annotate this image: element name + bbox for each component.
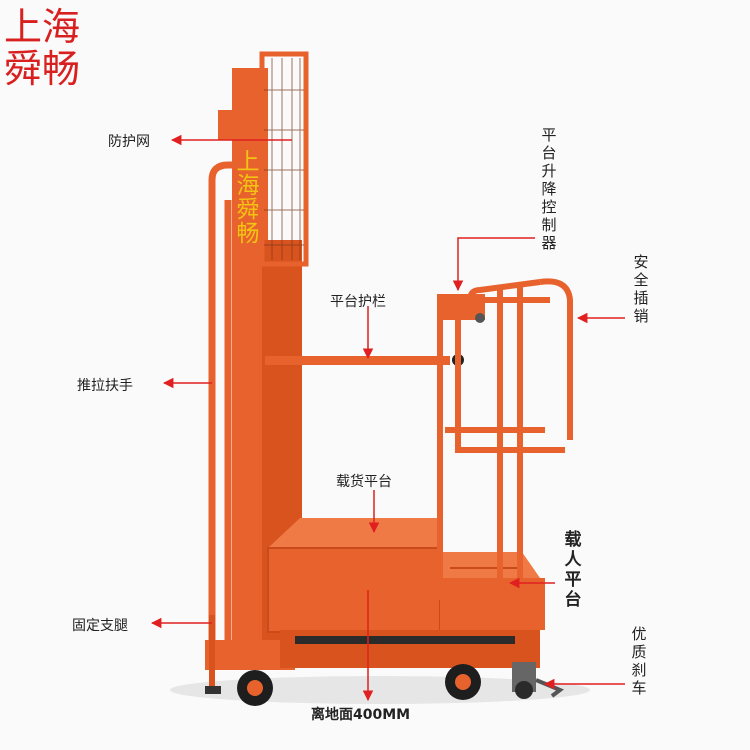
guard-net bbox=[259, 51, 309, 267]
person-platform bbox=[440, 552, 545, 630]
mast-bracket bbox=[218, 110, 262, 140]
brand-watermark: 上海 舜畅 bbox=[4, 6, 80, 90]
label-cargo-platform: 载货平台 bbox=[336, 474, 392, 490]
label-safety-pin: 安全插销 bbox=[633, 253, 649, 325]
label-push-handle: 推拉扶手 bbox=[77, 378, 133, 394]
brand-line-2: 舜畅 bbox=[4, 47, 81, 91]
control-key bbox=[475, 313, 485, 323]
label-ground-clearance: 离地面400MM bbox=[311, 707, 411, 723]
floor-shadow bbox=[170, 676, 590, 704]
brake-caster bbox=[512, 662, 564, 699]
rail-arm bbox=[265, 356, 450, 365]
fixed-leg bbox=[205, 615, 221, 694]
cargo-platform bbox=[267, 518, 441, 633]
mast-brand-text: 上海舜畅 bbox=[236, 149, 260, 247]
label-platform-rail: 平台护栏 bbox=[330, 294, 386, 310]
arrow-platform-control bbox=[452, 237, 535, 292]
callout-lines bbox=[150, 134, 625, 702]
label-person-platform: 载人平台 bbox=[564, 530, 582, 610]
push-handle bbox=[208, 161, 238, 640]
person-railing bbox=[437, 278, 573, 600]
label-brake: 优质刹车 bbox=[631, 625, 647, 697]
wheel-front bbox=[237, 670, 273, 706]
label-guard-net: 防护网 bbox=[108, 134, 150, 150]
label-fixed-leg: 固定支腿 bbox=[72, 618, 128, 634]
wheel-rear bbox=[445, 664, 481, 700]
brand-line-1: 上海 bbox=[4, 5, 81, 49]
base-chassis bbox=[205, 630, 540, 670]
label-platform-control: 平台升降控制器 bbox=[541, 126, 557, 252]
